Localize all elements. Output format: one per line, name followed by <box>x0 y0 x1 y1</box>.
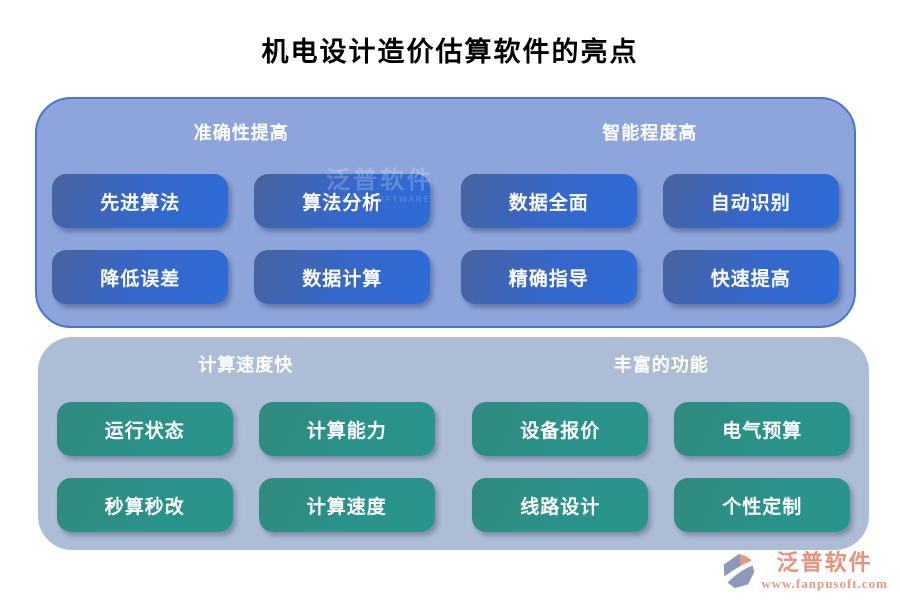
feature-button[interactable]: 计算能力 <box>258 402 435 456</box>
feature-button[interactable]: 个性定制 <box>674 478 851 532</box>
fanpu-logo[interactable]: 泛普软件 www.fanpusoft.com <box>721 550 888 592</box>
feature-button[interactable]: 数据计算 <box>254 250 431 304</box>
feature-button[interactable]: 设备报价 <box>472 402 649 456</box>
button-grid: 数据全面 自动识别 精确指导 快速提高 <box>460 174 839 304</box>
feature-button[interactable]: 秒算秒改 <box>56 478 233 532</box>
button-grid: 设备报价 电气预算 线路设计 个性定制 <box>472 402 851 532</box>
button-grid: 运行状态 计算能力 秒算秒改 计算速度 <box>56 402 435 532</box>
feature-button[interactable]: 降低误差 <box>52 250 229 304</box>
button-grid: 先进算法 算法分析 降低误差 数据计算 <box>52 174 431 304</box>
feature-button[interactable]: 自动识别 <box>662 174 839 228</box>
feature-button[interactable]: 数据全面 <box>460 174 637 228</box>
logo-text-block: 泛普软件 www.fanpusoft.com <box>761 550 888 592</box>
section-intelligence: 智能程度高 数据全面 自动识别 精确指导 快速提高 <box>446 99 855 326</box>
logo-url-text[interactable]: www.fanpusoft.com <box>761 576 888 591</box>
section-accuracy: 准确性提高 先进算法 算法分析 降低误差 数据计算 <box>37 99 446 326</box>
page-title: 机电设计造价估算软件的亮点 <box>261 37 639 67</box>
panel-bottom-gray: 计算速度快 运行状态 计算能力 秒算秒改 计算速度 丰富的功能 设备报价 电气预… <box>38 337 869 550</box>
feature-button[interactable]: 精确指导 <box>460 250 637 304</box>
section-speed: 计算速度快 运行状态 计算能力 秒算秒改 计算速度 <box>38 337 454 550</box>
section-header: 准确性提高 <box>193 123 289 143</box>
feature-button[interactable]: 计算速度 <box>258 478 435 532</box>
section-header: 计算速度快 <box>198 355 294 375</box>
feature-button[interactable]: 算法分析 <box>254 174 431 228</box>
feature-button[interactable]: 线路设计 <box>472 478 649 532</box>
section-header: 智能程度高 <box>602 123 698 143</box>
feature-button[interactable]: 电气预算 <box>674 402 851 456</box>
panel-top-blue: 准确性提高 先进算法 算法分析 降低误差 数据计算 智能程度高 数据全面 自动识… <box>35 97 856 328</box>
section-functions: 丰富的功能 设备报价 电气预算 线路设计 个性定制 <box>454 337 870 550</box>
section-header: 丰富的功能 <box>613 355 709 375</box>
feature-button[interactable]: 运行状态 <box>56 402 233 456</box>
logo-brand-text: 泛普软件 <box>776 550 873 575</box>
feature-button[interactable]: 先进算法 <box>52 174 229 228</box>
fanpu-logo-icon <box>723 553 755 589</box>
feature-button[interactable]: 快速提高 <box>662 250 839 304</box>
